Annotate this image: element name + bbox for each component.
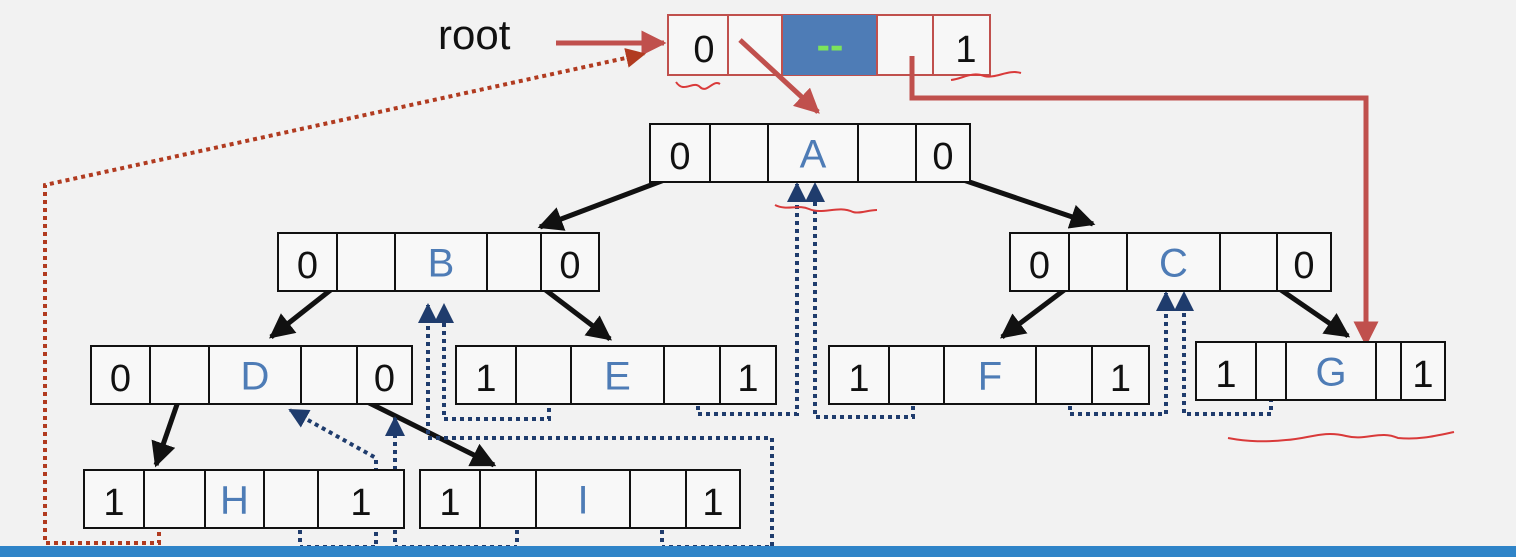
tree-node-f: 1 F 1: [828, 345, 1150, 405]
node-a-data: A: [800, 133, 827, 177]
node-g-rtag: 1: [1412, 354, 1433, 396]
node-g-border: [1195, 341, 1446, 401]
node-e-border: [455, 345, 777, 405]
node-i-rtag: 1: [702, 482, 723, 524]
head-node-data: --: [817, 24, 844, 68]
thread-i-to-b: [418, 303, 774, 549]
head-rchild-thread-to-g: [909, 56, 1379, 347]
node-h-ltag: 1: [103, 482, 124, 524]
node-f-border: [828, 345, 1150, 405]
tree-node-g: 1 G 1: [1195, 341, 1446, 401]
tree-edges: [151, 151, 1351, 468]
node-g-data: G: [1315, 351, 1346, 395]
thread-h-to-d: [288, 408, 378, 549]
node-c-rtag: 0: [1293, 245, 1314, 287]
head-node: 0 -- 1: [667, 14, 991, 76]
tree-node-a: 0 A 0: [649, 123, 971, 183]
annotation-g-node: [1227, 431, 1455, 443]
tree-node-c: 0 C 0: [1009, 232, 1332, 292]
tree-node-e: 1 E 1: [455, 345, 777, 405]
node-h-border: [83, 469, 405, 529]
annotation-head-ltag: [675, 81, 721, 90]
node-d-data: D: [241, 355, 270, 399]
node-b-data: B: [428, 242, 455, 286]
node-a-rtag: 0: [932, 136, 953, 178]
head-node-data-cell: [782, 15, 877, 75]
node-i-ltag: 1: [439, 482, 460, 524]
annotation-a-data: [774, 204, 878, 214]
node-a-ltag: 0: [669, 136, 690, 178]
tree-node-d: 0 D 0: [90, 345, 413, 405]
node-f-rtag: 1: [1110, 358, 1131, 400]
root-label: root: [438, 11, 511, 58]
node-e-rtag: 1: [737, 358, 758, 400]
tree-node-b: 0 B 0: [277, 232, 600, 292]
node-f-ltag: 1: [848, 358, 869, 400]
tree-node-i: 1 I 1: [419, 469, 741, 529]
head-node-rtag: 1: [955, 29, 976, 71]
annotation-head-rtag: [950, 71, 1022, 81]
head-node-ltag: 0: [693, 29, 714, 71]
tree-node-h: 1 H 1: [83, 469, 405, 529]
node-h-rtag: 1: [350, 482, 371, 524]
node-d-rtag: 0: [374, 358, 395, 400]
node-i-data: I: [577, 479, 588, 523]
head-to-a-arrow: [738, 38, 820, 114]
node-b-ltag: 0: [297, 245, 318, 287]
node-h-data: H: [220, 479, 249, 523]
node-e-data: E: [604, 355, 631, 399]
red-annotation-marks: [675, 71, 1455, 443]
node-b-rtag: 0: [559, 245, 580, 287]
node-d-border: [90, 345, 413, 405]
node-c-ltag: 0: [1029, 245, 1050, 287]
bottom-band: [0, 546, 1516, 557]
node-d-ltag: 0: [110, 358, 131, 400]
node-g-ltag: 1: [1215, 354, 1236, 396]
node-c-data: C: [1159, 242, 1188, 286]
node-f-data: F: [978, 355, 1002, 399]
node-b-border: [277, 232, 600, 292]
node-e-ltag: 1: [475, 358, 496, 400]
